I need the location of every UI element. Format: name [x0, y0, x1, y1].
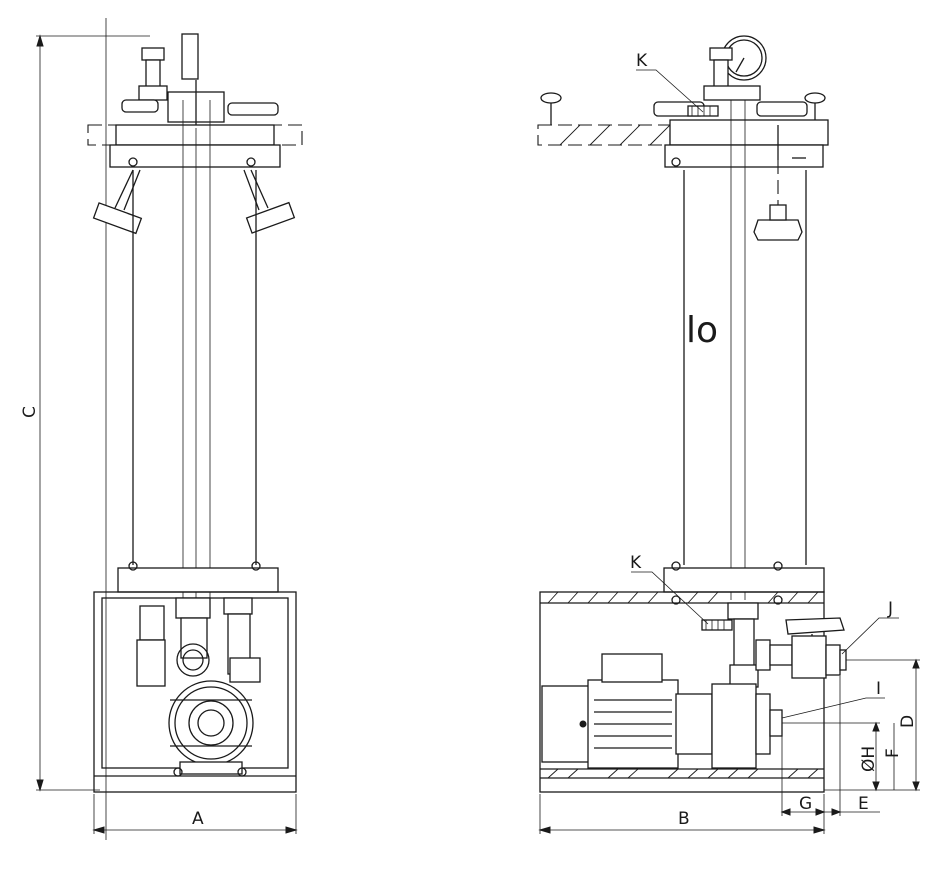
dimension-label-a: A — [192, 809, 204, 829]
dimension-label-b: B — [678, 809, 690, 829]
dimension-label-e: E — [858, 794, 869, 814]
callout-k-bottom: K — [630, 553, 642, 573]
dimension-label-c: C — [20, 406, 40, 418]
side-view: lo — [537, 35, 920, 834]
dimension-label-f: F — [883, 748, 903, 758]
dimension-label-d: D — [898, 715, 918, 728]
callout-j: J — [887, 599, 893, 619]
dimension-label-h: ØH — [859, 746, 879, 772]
dimension-label-g: G — [799, 794, 812, 814]
logo-text: lo — [686, 310, 718, 351]
callout-i: I — [876, 679, 881, 699]
labels: A B C G E ØH F D K K J I — [20, 51, 918, 829]
front-view — [36, 18, 303, 840]
frame-hatching — [547, 591, 819, 779]
callout-k-top: K — [636, 51, 648, 71]
